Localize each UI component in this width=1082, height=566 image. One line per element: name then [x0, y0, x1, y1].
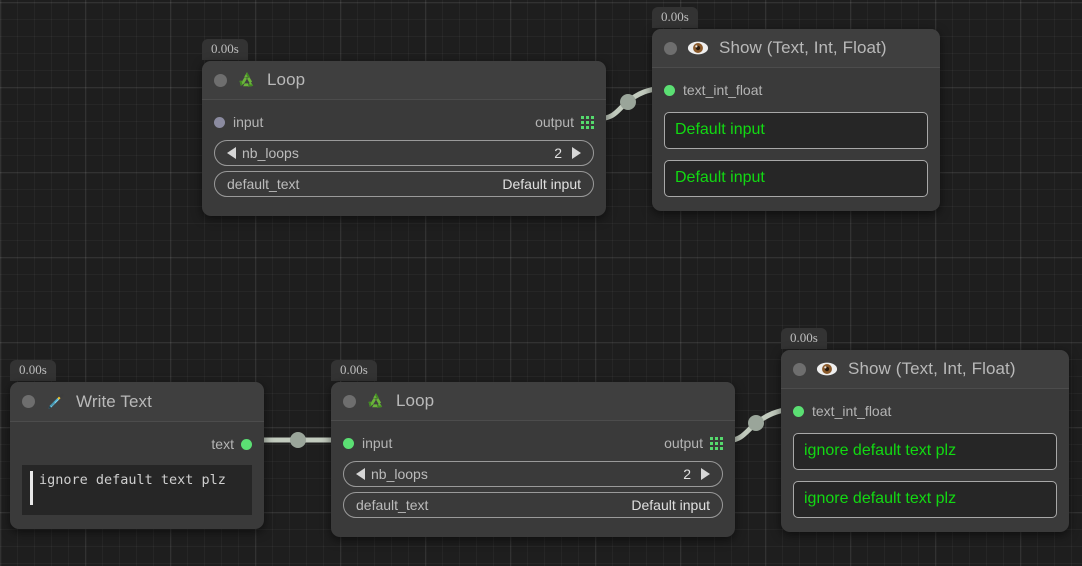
- node-status-dot[interactable]: [22, 395, 35, 408]
- grid-icon[interactable]: [581, 115, 594, 129]
- node-body: input output nb_loops 2 default_text Def…: [331, 421, 735, 537]
- eye-icon: [816, 362, 838, 376]
- node-show-top[interactable]: Show (Text, Int, Float) text_int_float D…: [652, 29, 940, 211]
- param-field-default-text[interactable]: default_text Default input: [343, 492, 723, 518]
- output-port-label: text: [211, 436, 234, 452]
- node-title: Loop: [267, 70, 306, 89]
- node-timestamp-badge: 0.00s: [652, 7, 698, 29]
- input-port-label: text_int_float: [812, 403, 892, 419]
- param-value: Default input: [631, 497, 710, 513]
- output-value-box: ignore default text plz: [793, 433, 1057, 470]
- recycle-icon: [239, 72, 254, 87]
- param-name: nb_loops: [242, 145, 299, 161]
- node-status-dot[interactable]: [343, 394, 356, 408]
- port-row: input output: [214, 111, 594, 133]
- param-name: nb_loops: [371, 466, 428, 482]
- output-value-box: Default input: [664, 160, 928, 197]
- input-port-dot[interactable]: [793, 405, 804, 417]
- node-show-bottom[interactable]: Show (Text, Int, Float) text_int_float i…: [781, 350, 1069, 532]
- node-body: text ignore default text plz: [10, 422, 264, 529]
- output-port-dot[interactable]: [241, 438, 252, 450]
- output-value-box: Default input: [664, 112, 928, 149]
- output-port-label: output: [664, 435, 703, 451]
- port-row: input output: [343, 432, 723, 454]
- input-port-label: text_int_float: [683, 82, 763, 98]
- param-stepper-nb-loops[interactable]: nb_loops 2: [214, 140, 594, 166]
- node-header[interactable]: Write Text: [10, 382, 264, 422]
- input-port-label: input: [233, 114, 264, 130]
- output-port-label: output: [535, 114, 574, 130]
- node-body: text_int_float ignore default text plz i…: [781, 389, 1069, 532]
- eye-icon: [687, 41, 709, 55]
- node-status-dot[interactable]: [214, 73, 227, 87]
- wire-midpoint-handle[interactable]: [748, 415, 764, 431]
- port-row: text_int_float: [793, 400, 1057, 422]
- node-body: input output nb_loops 2 default_text Def…: [202, 100, 606, 216]
- node-title: Write Text: [76, 391, 152, 411]
- param-value: 2: [554, 145, 562, 161]
- node-status-dot[interactable]: [793, 362, 806, 376]
- input-port-dot[interactable]: [214, 116, 225, 128]
- pen-nib-icon: [48, 393, 64, 409]
- decrement-arrow-icon[interactable]: [356, 468, 365, 480]
- node-timestamp-badge: 0.00s: [781, 328, 827, 350]
- text-editor-value: ignore default text plz: [39, 472, 226, 488]
- wire-midpoint-handle[interactable]: [620, 94, 636, 110]
- recycle-icon: [368, 393, 383, 408]
- input-port-dot[interactable]: [343, 437, 354, 449]
- node-status-dot[interactable]: [664, 41, 677, 55]
- node-timestamp-badge: 0.00s: [331, 360, 377, 382]
- grid-icon[interactable]: [710, 436, 723, 450]
- param-value: Default input: [502, 176, 581, 192]
- node-loop-bottom[interactable]: Loop input output nb_loops 2: [331, 382, 735, 537]
- param-name: default_text: [356, 497, 429, 513]
- node-loop-top[interactable]: Loop input output nb_loops 2: [202, 61, 606, 216]
- node-header[interactable]: Show (Text, Int, Float): [781, 350, 1069, 389]
- text-cursor: [30, 471, 33, 505]
- node-timestamp-badge: 0.00s: [10, 360, 56, 382]
- port-row: text: [22, 433, 252, 455]
- output-value-box: ignore default text plz: [793, 481, 1057, 518]
- node-timestamp-badge: 0.00s: [202, 39, 248, 61]
- param-name: default_text: [227, 176, 300, 192]
- param-field-default-text[interactable]: default_text Default input: [214, 171, 594, 197]
- text-editor-input[interactable]: ignore default text plz: [22, 465, 252, 515]
- node-title: Show (Text, Int, Float): [848, 359, 1016, 378]
- port-row: text_int_float: [664, 79, 928, 101]
- input-port-dot[interactable]: [664, 84, 675, 96]
- node-header[interactable]: Loop: [202, 61, 606, 100]
- param-stepper-nb-loops[interactable]: nb_loops 2: [343, 461, 723, 487]
- param-value: 2: [683, 466, 691, 482]
- increment-arrow-icon[interactable]: [572, 147, 581, 159]
- input-port-label: input: [362, 435, 393, 451]
- decrement-arrow-icon[interactable]: [227, 147, 236, 159]
- node-title: Loop: [396, 391, 435, 410]
- node-body: text_int_float Default input Default inp…: [652, 68, 940, 211]
- node-write-text[interactable]: Write Text text ignore default text plz: [10, 382, 264, 529]
- node-title: Show (Text, Int, Float): [719, 38, 887, 57]
- node-header[interactable]: Loop: [331, 382, 735, 421]
- increment-arrow-icon[interactable]: [701, 468, 710, 480]
- wire-midpoint-handle[interactable]: [290, 432, 306, 448]
- node-header[interactable]: Show (Text, Int, Float): [652, 29, 940, 68]
